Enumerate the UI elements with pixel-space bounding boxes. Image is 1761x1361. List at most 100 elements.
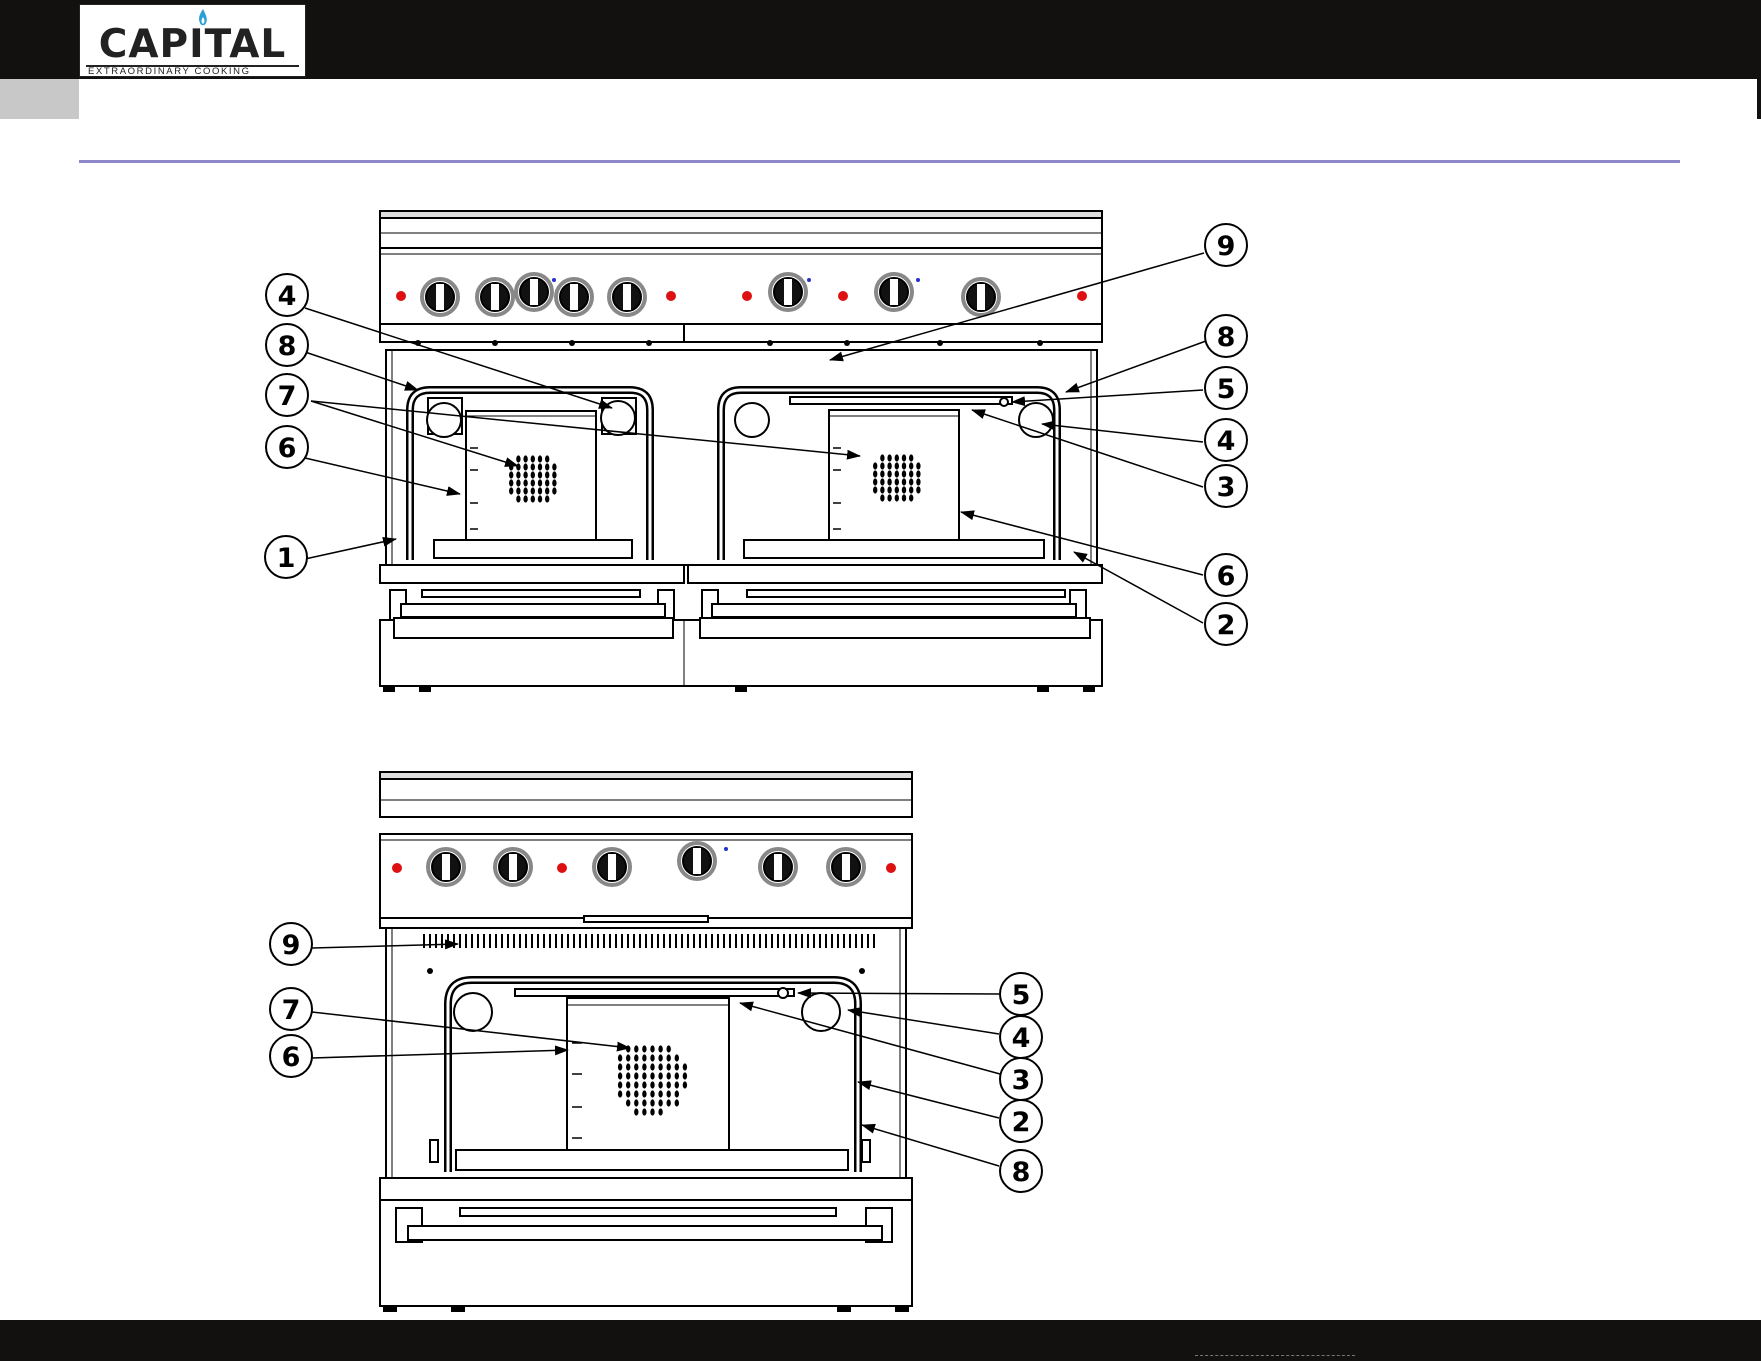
fan-hole xyxy=(618,1090,622,1097)
callout-3: 3 xyxy=(1205,465,1247,507)
svg-text:4: 4 xyxy=(278,281,297,312)
range-36-single-oven xyxy=(380,772,912,1311)
fan-hole xyxy=(887,486,891,493)
fan-hole xyxy=(873,486,877,493)
fan-hole xyxy=(642,1099,646,1106)
fan-hole xyxy=(683,1081,687,1088)
fan-hole xyxy=(538,479,542,486)
svg-text:5: 5 xyxy=(1012,980,1031,1011)
fan-hole xyxy=(626,1090,630,1097)
fan-hole xyxy=(895,478,899,485)
fan-hole xyxy=(658,1090,662,1097)
fan-hole xyxy=(516,495,520,502)
fan-hole xyxy=(538,471,542,478)
fan-hole xyxy=(509,479,513,486)
fan-hole xyxy=(531,471,535,478)
callout-6-bottom: 6 xyxy=(270,1035,312,1077)
fan-hole xyxy=(523,463,527,470)
fan-hole xyxy=(618,1072,622,1079)
fan-hole xyxy=(650,1072,654,1079)
svg-text:8: 8 xyxy=(1012,1157,1031,1188)
fan-hole xyxy=(880,486,884,493)
fan-hole xyxy=(887,454,891,461)
fan-hole xyxy=(658,1045,662,1052)
fan-hole xyxy=(552,463,556,470)
fan-hole xyxy=(667,1063,671,1070)
fan-hole xyxy=(516,463,520,470)
callout-8-bottom: 8 xyxy=(1000,1150,1042,1192)
fan-hole xyxy=(538,487,542,494)
fan-hole xyxy=(909,478,913,485)
callout-2: 2 xyxy=(1205,603,1247,645)
callout-9-bottom: 9 xyxy=(270,923,312,965)
fan-hole xyxy=(626,1045,630,1052)
svg-text:4: 4 xyxy=(1217,426,1236,457)
svg-text:6: 6 xyxy=(282,1042,301,1073)
fan-hole xyxy=(873,478,877,485)
fan-hole xyxy=(675,1072,679,1079)
fan-hole xyxy=(642,1081,646,1088)
range-48-double-oven xyxy=(380,211,1102,691)
fan-hole xyxy=(545,471,549,478)
fan-hole xyxy=(618,1054,622,1061)
fan-hole xyxy=(675,1063,679,1070)
bottom-vent-slots xyxy=(424,934,874,948)
fan-hole xyxy=(658,1063,662,1070)
fan-hole xyxy=(873,470,877,477)
fan-hole xyxy=(658,1081,662,1088)
svg-text:6: 6 xyxy=(278,433,297,464)
fan-hole xyxy=(902,454,906,461)
callout-9: 9 xyxy=(1205,224,1247,266)
fan-hole xyxy=(895,462,899,469)
fan-hole xyxy=(880,494,884,501)
fan-hole xyxy=(916,478,920,485)
svg-text:6: 6 xyxy=(1217,561,1236,592)
fan-hole xyxy=(626,1072,630,1079)
fan-hole xyxy=(887,462,891,469)
fan-hole xyxy=(895,470,899,477)
fan-hole xyxy=(902,494,906,501)
fan-hole xyxy=(523,455,527,462)
fan-hole xyxy=(658,1099,662,1106)
fan-hole xyxy=(887,478,891,485)
fan-hole xyxy=(531,479,535,486)
fan-hole xyxy=(545,495,549,502)
fan-hole xyxy=(650,1045,654,1052)
fan-hole xyxy=(538,495,542,502)
fan-hole xyxy=(650,1054,654,1061)
fan-hole xyxy=(667,1054,671,1061)
svg-text:7: 7 xyxy=(282,995,301,1026)
callout-4-right: 4 xyxy=(1205,419,1247,461)
fan-hole xyxy=(642,1072,646,1079)
fan-hole xyxy=(618,1063,622,1070)
fan-hole xyxy=(642,1045,646,1052)
fan-hole xyxy=(634,1090,638,1097)
fan-hole xyxy=(626,1081,630,1088)
svg-text:1: 1 xyxy=(277,543,296,574)
fan-hole xyxy=(618,1081,622,1088)
fan-hole xyxy=(626,1099,630,1106)
callout-8-right: 8 xyxy=(1205,315,1247,357)
callout-6: 6 xyxy=(266,426,308,468)
fan-hole xyxy=(552,479,556,486)
fan-hole xyxy=(523,495,527,502)
fan-hole xyxy=(642,1063,646,1070)
callout-7: 7 xyxy=(266,374,308,416)
fan-hole xyxy=(516,487,520,494)
fan-hole xyxy=(634,1108,638,1115)
fan-hole xyxy=(509,487,513,494)
fan-hole xyxy=(880,478,884,485)
fan-hole xyxy=(642,1054,646,1061)
fan-hole xyxy=(642,1108,646,1115)
fan-hole xyxy=(634,1081,638,1088)
fan-hole xyxy=(909,494,913,501)
svg-text:3: 3 xyxy=(1012,1065,1031,1096)
fan-hole xyxy=(642,1090,646,1097)
fan-hole xyxy=(545,463,549,470)
svg-text:5: 5 xyxy=(1217,374,1236,405)
fan-hole xyxy=(626,1054,630,1061)
fan-hole xyxy=(634,1054,638,1061)
fan-hole xyxy=(675,1099,679,1106)
fan-hole xyxy=(873,462,877,469)
